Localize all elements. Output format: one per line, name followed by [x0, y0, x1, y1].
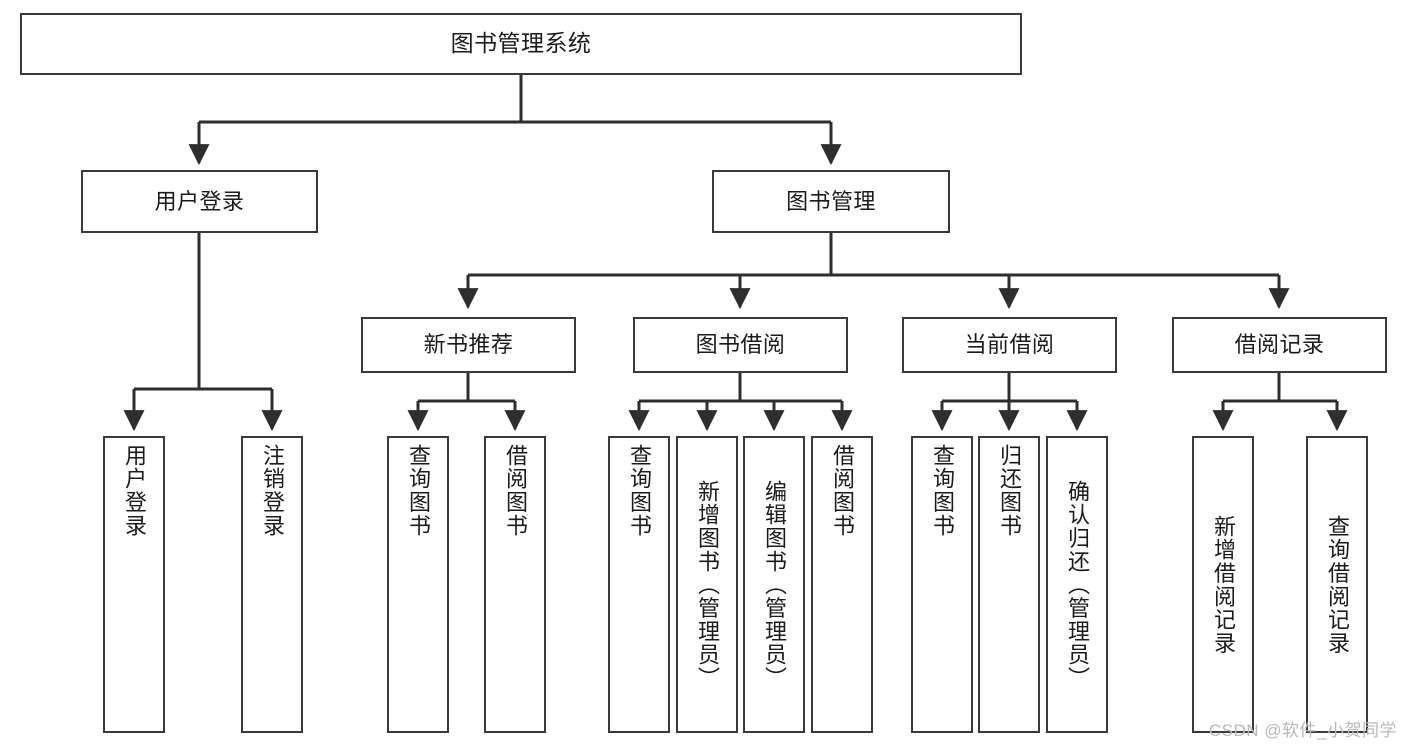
node-label: 新增借阅记录 — [1211, 514, 1236, 655]
node-leaf-query-book-current[interactable]: 查询图书 — [911, 436, 973, 733]
node-book-management[interactable]: 图书管理 — [712, 170, 950, 233]
csdn-watermark: CSDN @软件_小贺同学 — [1208, 721, 1397, 740]
node-leaf-add-book-admin[interactable]: 新增图书（管理员） — [676, 436, 738, 733]
node-book-borrow[interactable]: 图书借阅 — [633, 317, 848, 373]
node-label: 查询图书 — [930, 444, 955, 538]
node-leaf-add-borrow-record[interactable]: 新增借阅记录 — [1192, 436, 1254, 733]
node-leaf-logout[interactable]: 注销登录 — [241, 436, 303, 733]
node-leaf-borrow-book-recommend[interactable]: 借阅图书 — [484, 436, 546, 733]
node-leaf-edit-book-admin[interactable]: 编辑图书（管理员） — [743, 436, 805, 733]
node-label: 查询图书 — [406, 444, 431, 538]
node-label: 编辑图书（管理员） — [762, 479, 787, 690]
node-label: 图书管理系统 — [450, 30, 592, 57]
node-new-book-recommend[interactable]: 新书推荐 — [361, 317, 576, 373]
node-leaf-query-borrow-record[interactable]: 查询借阅记录 — [1306, 436, 1368, 733]
node-borrow-record[interactable]: 借阅记录 — [1172, 317, 1387, 373]
node-user-login[interactable]: 用户登录 — [81, 170, 318, 233]
node-label: 用户登录 — [122, 444, 147, 538]
node-label: 注销登录 — [260, 444, 285, 538]
node-leaf-return-book[interactable]: 归还图书 — [978, 436, 1040, 733]
node-label: 查询借阅记录 — [1325, 514, 1350, 655]
node-leaf-user-login[interactable]: 用户登录 — [103, 436, 165, 733]
node-root-system[interactable]: 图书管理系统 — [20, 13, 1022, 75]
node-label: 查询图书 — [627, 444, 652, 538]
node-label: 确认归还（管理员） — [1065, 479, 1090, 690]
node-leaf-query-book-recommend[interactable]: 查询图书 — [387, 436, 449, 733]
node-label: 借阅记录 — [1234, 332, 1325, 358]
node-label: 图书管理 — [786, 188, 876, 214]
node-leaf-confirm-return-admin[interactable]: 确认归还（管理员） — [1046, 436, 1108, 733]
node-label: 借阅图书 — [503, 444, 528, 538]
node-label: 当前借阅 — [964, 332, 1055, 358]
node-label: 新书推荐 — [423, 332, 514, 358]
node-label: 图书借阅 — [695, 332, 786, 358]
node-leaf-borrow-book[interactable]: 借阅图书 — [811, 436, 873, 733]
node-label: 用户登录 — [154, 188, 245, 214]
node-label: 归还图书 — [997, 444, 1022, 538]
node-current-borrow[interactable]: 当前借阅 — [902, 317, 1117, 373]
node-label: 借阅图书 — [830, 444, 855, 538]
node-label: 新增图书（管理员） — [695, 479, 720, 690]
node-leaf-query-book-borrow[interactable]: 查询图书 — [608, 436, 670, 733]
